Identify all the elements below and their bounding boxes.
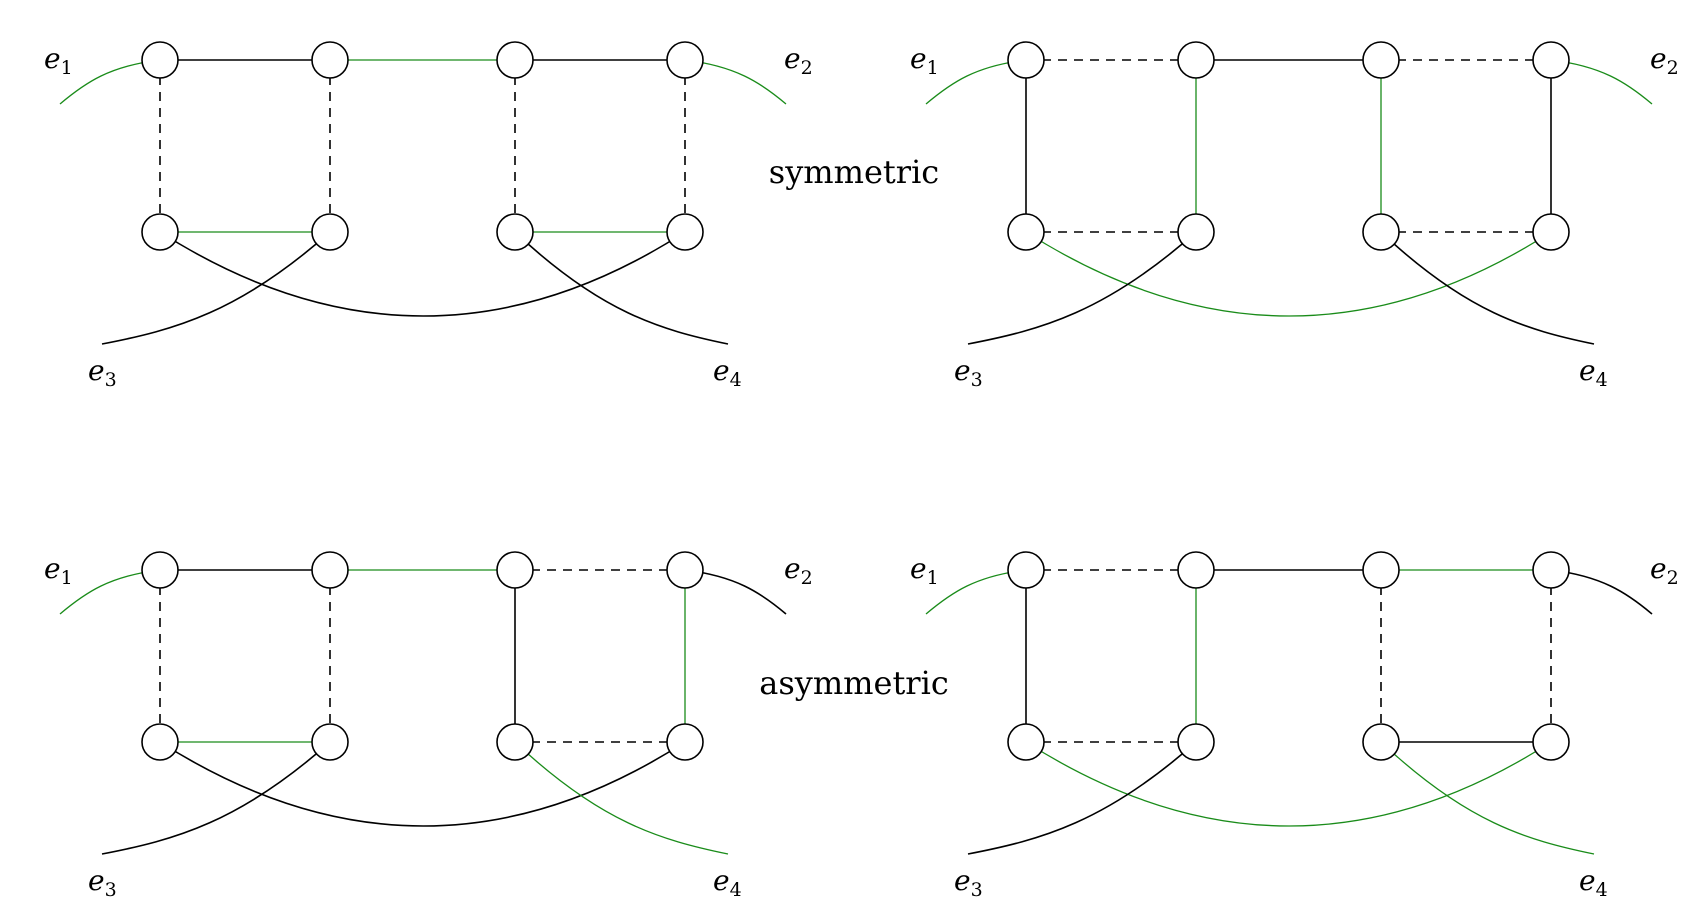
label-e2: e2 bbox=[784, 552, 813, 589]
node-bottom-2 bbox=[496, 723, 534, 761]
label-e3: e3 bbox=[88, 354, 117, 391]
edge-arcE4 bbox=[1380, 231, 1595, 345]
node-top-3 bbox=[1532, 551, 1570, 589]
label-e2: e2 bbox=[1650, 42, 1679, 79]
node-top-2 bbox=[1362, 551, 1400, 589]
node-top-0 bbox=[1007, 41, 1045, 79]
edge-arcE3 bbox=[101, 741, 331, 855]
node-top-3 bbox=[1532, 41, 1570, 79]
node-bottom-0 bbox=[1007, 723, 1045, 761]
node-top-3 bbox=[666, 551, 704, 589]
label-e1: e1 bbox=[910, 42, 939, 79]
node-bottom-3 bbox=[666, 213, 704, 251]
node-top-1 bbox=[1177, 41, 1215, 79]
node-top-2 bbox=[1362, 41, 1400, 79]
node-bottom-2 bbox=[496, 213, 534, 251]
node-top-2 bbox=[496, 41, 534, 79]
node-top-2 bbox=[496, 551, 534, 589]
label-e2: e2 bbox=[784, 42, 813, 79]
node-top-3 bbox=[666, 41, 704, 79]
panel-asymmetric-right: e1 e2 e3 e4 bbox=[910, 551, 1679, 901]
panel-asymmetric-left: e1 e2 e3 e4 bbox=[44, 551, 813, 901]
edge-arcLong bbox=[1025, 231, 1552, 317]
label-e3: e3 bbox=[954, 354, 983, 391]
caption-symmetric: symmetric bbox=[769, 153, 939, 191]
node-bottom-0 bbox=[141, 213, 179, 251]
caption-asymmetric: asymmetric bbox=[759, 664, 949, 702]
edge-arcLong bbox=[1025, 741, 1552, 827]
edge-arcLong bbox=[159, 741, 686, 827]
edge-arcE3 bbox=[101, 231, 331, 345]
node-bottom-3 bbox=[666, 723, 704, 761]
node-bottom-1 bbox=[1177, 723, 1215, 761]
node-top-1 bbox=[311, 551, 349, 589]
label-e2: e2 bbox=[1650, 552, 1679, 589]
node-bottom-0 bbox=[1007, 213, 1045, 251]
label-e4: e4 bbox=[1579, 864, 1608, 901]
label-e4: e4 bbox=[713, 354, 742, 391]
node-top-1 bbox=[1177, 551, 1215, 589]
node-top-1 bbox=[311, 41, 349, 79]
label-e3: e3 bbox=[88, 864, 117, 901]
label-e3: e3 bbox=[954, 864, 983, 901]
edge-arcE4 bbox=[514, 741, 729, 855]
node-top-0 bbox=[141, 41, 179, 79]
node-bottom-1 bbox=[311, 723, 349, 761]
node-bottom-1 bbox=[1177, 213, 1215, 251]
node-top-0 bbox=[141, 551, 179, 589]
label-e1: e1 bbox=[44, 42, 73, 79]
panel-symmetric-right: e1 e2 e3 e4 bbox=[910, 41, 1679, 391]
node-bottom-1 bbox=[311, 213, 349, 251]
panel-symmetric-left: e1 e2 e3 e4 bbox=[44, 41, 813, 391]
edge-arcE4 bbox=[514, 231, 729, 345]
node-bottom-3 bbox=[1532, 723, 1570, 761]
label-e1: e1 bbox=[44, 552, 73, 589]
edge-arcLong bbox=[159, 231, 686, 317]
node-bottom-3 bbox=[1532, 213, 1570, 251]
edge-arcE3 bbox=[967, 741, 1197, 855]
node-bottom-2 bbox=[1362, 213, 1400, 251]
label-e4: e4 bbox=[713, 864, 742, 901]
node-top-0 bbox=[1007, 551, 1045, 589]
label-e4: e4 bbox=[1579, 354, 1608, 391]
label-e1: e1 bbox=[910, 552, 939, 589]
node-bottom-2 bbox=[1362, 723, 1400, 761]
edge-arcE4 bbox=[1380, 741, 1595, 855]
edge-arcE3 bbox=[967, 231, 1197, 345]
node-bottom-0 bbox=[141, 723, 179, 761]
